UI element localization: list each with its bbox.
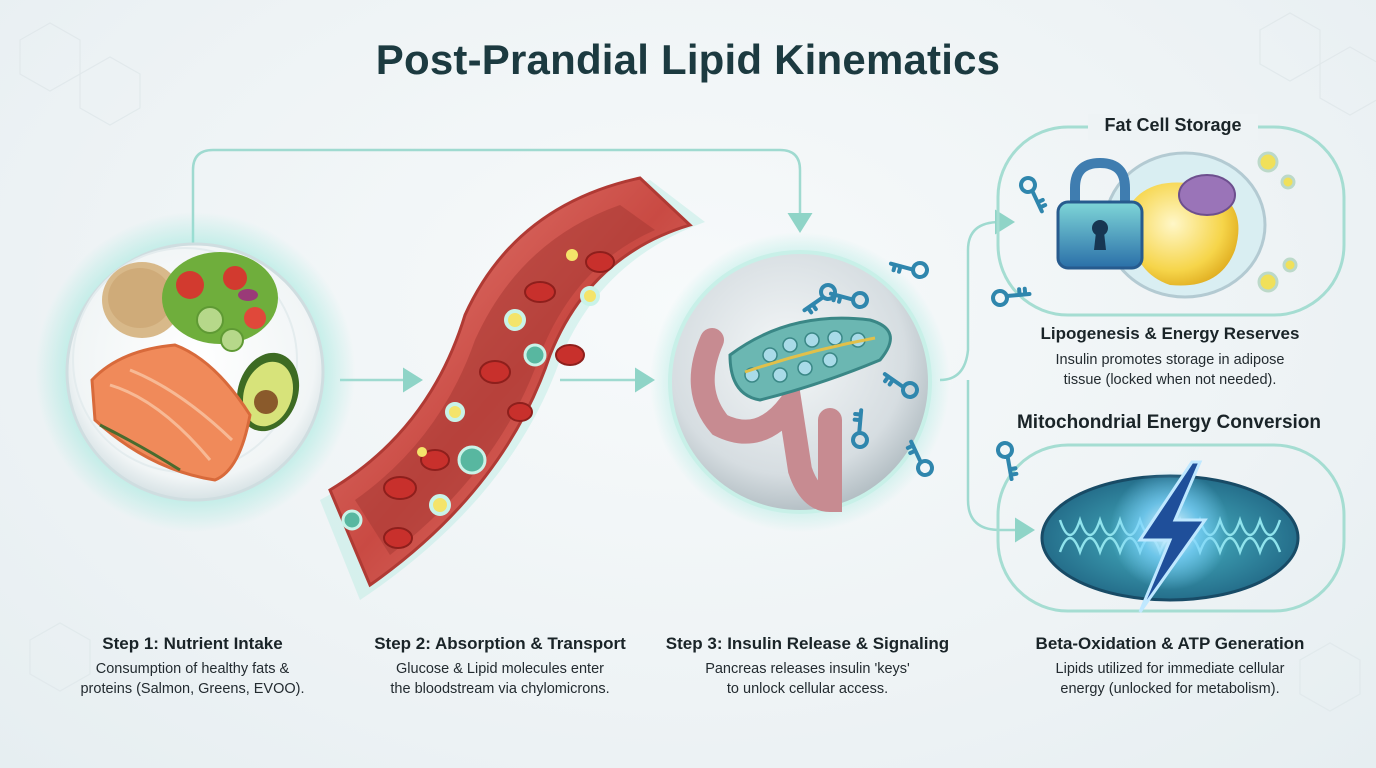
lightning-bolt-icon <box>1110 460 1230 613</box>
fat-cell-description-line: tissue (locked when not needed). <box>1063 372 1277 388</box>
step-2-title: Step 2: Absorption & Transport <box>374 634 626 653</box>
page-title: Post-Prandial Lipid Kinematics <box>375 36 1001 83</box>
step-1-description-line: Consumption of healthy fats & <box>95 661 290 677</box>
salad-greens <box>162 252 278 352</box>
step-2-description: Glucose & Lipid molecules enter the bloo… <box>345 659 655 699</box>
mitochondria-panel <box>985 438 1346 613</box>
step-1-title: Step 1: Nutrient Intake <box>102 634 283 653</box>
fat-cell-description-line: Insulin promotes storage in adipose <box>1055 352 1285 368</box>
step-3-title: Step 3: Insulin Release & Signaling <box>665 634 950 653</box>
step-1-description: Consumption of healthy fats & proteins (… <box>45 659 340 699</box>
fat-cell-heading: Fat Cell Storage <box>1104 115 1242 135</box>
step-2-description-line: the bloodstream via chylomicrons. <box>390 681 610 697</box>
hexagon-pattern <box>19 12 1376 712</box>
mito-description: Lipids utilized for immediate cellular e… <box>1000 659 1340 699</box>
step-3-description: Pancreas releases insulin 'keys' to unlo… <box>660 659 955 699</box>
step-3-description-line: Pancreas releases insulin 'keys' <box>705 661 910 677</box>
avocado <box>236 352 300 432</box>
fat-cell-subtitle: Lipogenesis & Energy Reserves <box>1040 324 1300 343</box>
step-3-description-line: to unlock cellular access. <box>726 681 889 697</box>
red-blood-cells <box>383 251 615 549</box>
mito-heading: Mitochondrial Energy Conversion <box>1016 412 1322 433</box>
lipid-molecules <box>341 249 600 531</box>
blood-vessel-icon <box>320 176 705 600</box>
connector-lines <box>191 148 1035 543</box>
pancreas-icon <box>650 232 950 532</box>
salmon-fillet <box>90 343 252 482</box>
plate-icon <box>35 212 355 532</box>
mito-description-line: Lipids utilized for immediate cellular <box>1055 661 1285 677</box>
mito-description-line: energy (unlocked for metabolism). <box>1060 681 1280 697</box>
step-2-description-line: Glucose & Lipid molecules enter <box>396 661 604 677</box>
fat-cell-panel <box>988 114 1346 319</box>
padlock-icon <box>1056 157 1144 270</box>
mito-subtitle: Beta-Oxidation & ATP Generation <box>1035 634 1305 653</box>
fat-cell-description: Insulin promotes storage in adipose tiss… <box>1000 350 1340 390</box>
step-1-description-line: proteins (Salmon, Greens, EVOO). <box>80 681 305 697</box>
